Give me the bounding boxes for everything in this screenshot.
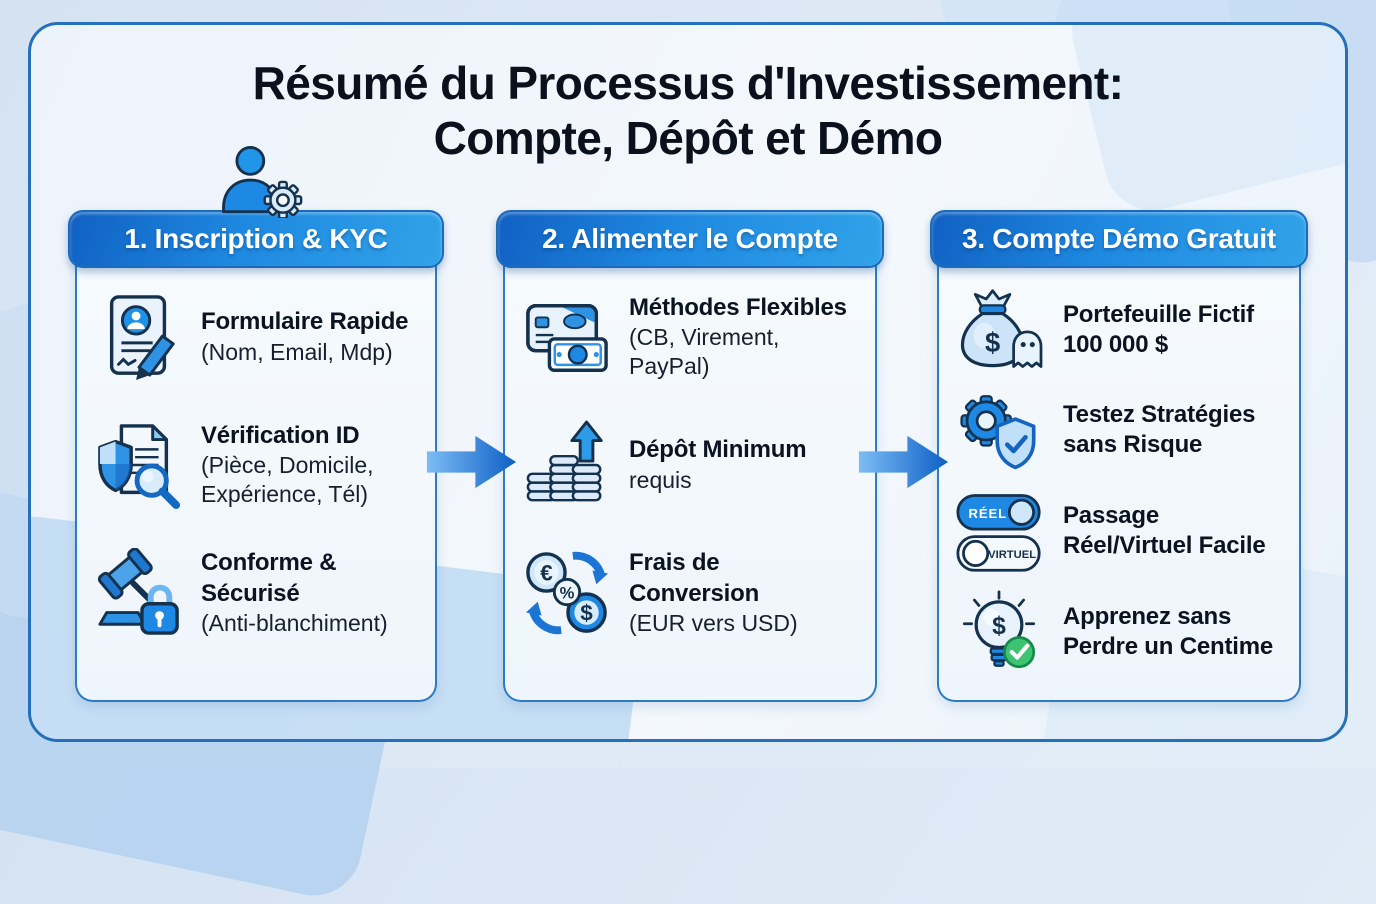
process-item-text: Testez Stratégies sans Risque — [1063, 400, 1289, 460]
svg-text:$: $ — [580, 600, 593, 625]
card-body: Méthodes Flexibles (CB, Virement, PayPal… — [503, 262, 877, 702]
process-item-text: Formulaire Rapide (Nom, Email, Mdp) — [201, 307, 423, 366]
item-title: Testez Stratégies sans Risque — [1063, 400, 1256, 458]
process-item-text: Dépôt Minimum requis — [629, 435, 863, 494]
item-subtitle: (EUR vers USD) — [629, 609, 798, 636]
item-title: Vérification ID — [201, 421, 360, 449]
card-header-alimenter-compte: 2. Alimenter le Compte — [496, 210, 884, 268]
currency-exchange-icon: € $ % — [521, 548, 613, 638]
shield-document-magnifier-icon — [93, 420, 185, 510]
process-item: Méthodes Flexibles (CB, Virement, PayPal… — [521, 292, 863, 382]
money-bag-ghost-icon: $ — [951, 288, 1047, 372]
svg-text:$: $ — [992, 613, 1006, 640]
item-subtitle: (CB, Virement, PayPal) — [629, 324, 780, 380]
process-item: Conforme & Sécurisé (Anti-blanchiment) — [93, 548, 423, 638]
item-subtitle: (Nom, Email, Mdp) — [201, 338, 393, 365]
process-item: $ Apprenez sans Perdre un Centime — [951, 590, 1289, 674]
item-title: Formulaire Rapide — [201, 308, 409, 336]
flow-arrow-icon — [424, 431, 519, 498]
card-compte-demo: 3. Compte Démo Gratuit $ Portefeuille Fi… — [930, 210, 1308, 702]
bulb-dollar-check-icon: $ — [951, 590, 1047, 674]
form-pen-icon — [93, 292, 185, 382]
item-title: Frais de Conversion — [629, 549, 760, 607]
coin-stacks-growth-icon — [521, 420, 613, 510]
item-title: Passage Réel/Virtuel Facile — [1063, 501, 1266, 559]
infographic-title: Résumé du Processus d'Investissement: Co… — [0, 56, 1376, 166]
card-inscription-kyc: 1. Inscription & KYC Formulaire Rapide — [68, 210, 444, 702]
process-item: RÉEL VIRTUEL Passage Réel/Virtuel Facile — [951, 488, 1289, 574]
process-item-text: Méthodes Flexibles (CB, Virement, PayPal… — [629, 293, 863, 381]
card-alimenter-compte: 2. Alimenter le Compte — [496, 210, 884, 702]
process-item-text: Passage Réel/Virtuel Facile — [1063, 501, 1289, 561]
item-title: Dépôt Minimum — [629, 436, 807, 464]
card-body: $ Portefeuille Fictif 100 000 $ — [937, 262, 1301, 702]
item-subtitle: (Anti-blanchiment) — [201, 609, 388, 636]
item-title: Apprenez sans Perdre un Centime — [1063, 602, 1273, 660]
item-title: Portefeuille Fictif 100 000 $ — [1063, 300, 1254, 358]
card-header-compte-demo: 3. Compte Démo Gratuit — [930, 210, 1308, 268]
title-line-1: Résumé du Processus d'Investissement: — [252, 57, 1124, 109]
gear-shield-check-icon — [951, 388, 1047, 472]
item-subtitle: (Pièce, Domicile, Expérience, Tél) — [201, 452, 374, 508]
svg-text:€: € — [540, 560, 553, 585]
process-item: € $ % Frais de Conversion (EUR vers USD) — [521, 548, 863, 638]
process-item: Dépôt Minimum requis — [521, 420, 863, 510]
svg-text:$: $ — [985, 327, 1000, 358]
svg-text:%: % — [560, 583, 575, 602]
gavel-padlock-icon — [93, 548, 185, 638]
process-item-text: Apprenez sans Perdre un Centime — [1063, 602, 1289, 662]
process-item-text: Vérification ID (Pièce, Domicile, Expéri… — [201, 421, 423, 509]
process-item-text: Frais de Conversion (EUR vers USD) — [629, 548, 863, 637]
item-subtitle: requis — [629, 466, 692, 493]
real-virtual-toggles-icon: RÉEL VIRTUEL — [951, 488, 1047, 574]
item-title: Méthodes Flexibles — [629, 293, 847, 321]
card-body: Formulaire Rapide (Nom, Email, Mdp) — [75, 262, 437, 702]
credit-card-cash-icon — [521, 292, 613, 382]
person-gear-icon — [212, 144, 304, 223]
process-item: Vérification ID (Pièce, Domicile, Expéri… — [93, 420, 423, 510]
process-item-text: Portefeuille Fictif 100 000 $ — [1063, 300, 1289, 360]
card-header-inscription-kyc: 1. Inscription & KYC — [68, 210, 444, 268]
item-title: Conforme & Sécurisé — [201, 549, 337, 607]
process-item: Testez Stratégies sans Risque — [951, 388, 1289, 472]
title-line-2: Compte, Dépôt et Démo — [433, 112, 943, 165]
svg-text:VIRTUEL: VIRTUEL — [988, 549, 1036, 561]
process-item: $ Portefeuille Fictif 100 000 $ — [951, 288, 1289, 372]
flow-arrow-icon — [856, 431, 951, 498]
svg-text:RÉEL: RÉEL — [968, 506, 1007, 521]
process-item-text: Conforme & Sécurisé (Anti-blanchiment) — [201, 548, 423, 637]
process-item: Formulaire Rapide (Nom, Email, Mdp) — [93, 292, 423, 382]
